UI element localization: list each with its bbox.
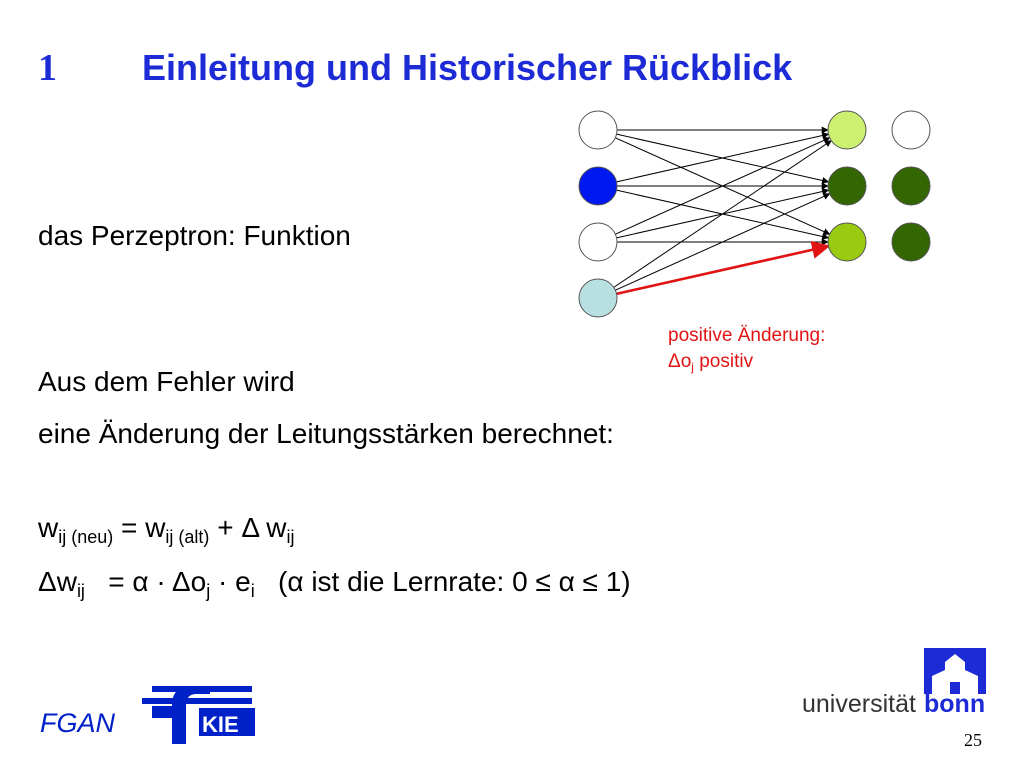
delta-weight-formula: Δwij = α · Δoj · ei (α ist die Lernrate:… xyxy=(38,566,631,601)
input-neuron xyxy=(578,222,618,262)
change-annotation: positive Änderung: Δoj positiv xyxy=(668,323,825,375)
subtitle: das Perzeptron: Funktion xyxy=(38,220,351,251)
output-neuron xyxy=(827,166,867,206)
input-neuron xyxy=(578,166,618,206)
slide-title: Einleitung und Historischer Rückblick xyxy=(142,47,793,88)
svg-text:FGAN: FGAN xyxy=(40,708,116,738)
svg-text:bonn: bonn xyxy=(924,690,985,718)
output-neuron xyxy=(827,222,867,262)
universitaet-bonn-logo: universität bonn xyxy=(802,648,986,718)
weight-update-formula: wij (neu) = wij (alt) + Δ wij xyxy=(38,512,295,547)
svg-text:KIE: KIE xyxy=(202,712,239,737)
target-neuron xyxy=(891,222,931,262)
svg-text:universität: universität xyxy=(802,690,916,718)
page-number: 25 xyxy=(964,730,982,750)
highlighted-connection xyxy=(616,240,831,296)
fgan-kie-logo: FGAN KIE xyxy=(40,686,255,744)
connection xyxy=(615,137,831,235)
body-line-1: Aus dem Fehler wird xyxy=(38,366,295,397)
input-neuron xyxy=(578,110,618,150)
annotation-line2: Δoj positiv xyxy=(668,351,754,374)
connection xyxy=(613,140,832,288)
target-neuron xyxy=(891,166,931,206)
input-neuron xyxy=(578,278,618,318)
output-neuron xyxy=(827,110,867,150)
target-neuron xyxy=(891,110,931,150)
slide-number: 1 xyxy=(38,47,57,89)
body-line-2: eine Änderung der Leitungsstärken berech… xyxy=(38,418,614,449)
perceptron-network-diagram xyxy=(578,110,931,318)
connection xyxy=(616,132,830,183)
annotation-line1: positive Änderung: xyxy=(668,325,826,346)
connection xyxy=(615,193,831,291)
